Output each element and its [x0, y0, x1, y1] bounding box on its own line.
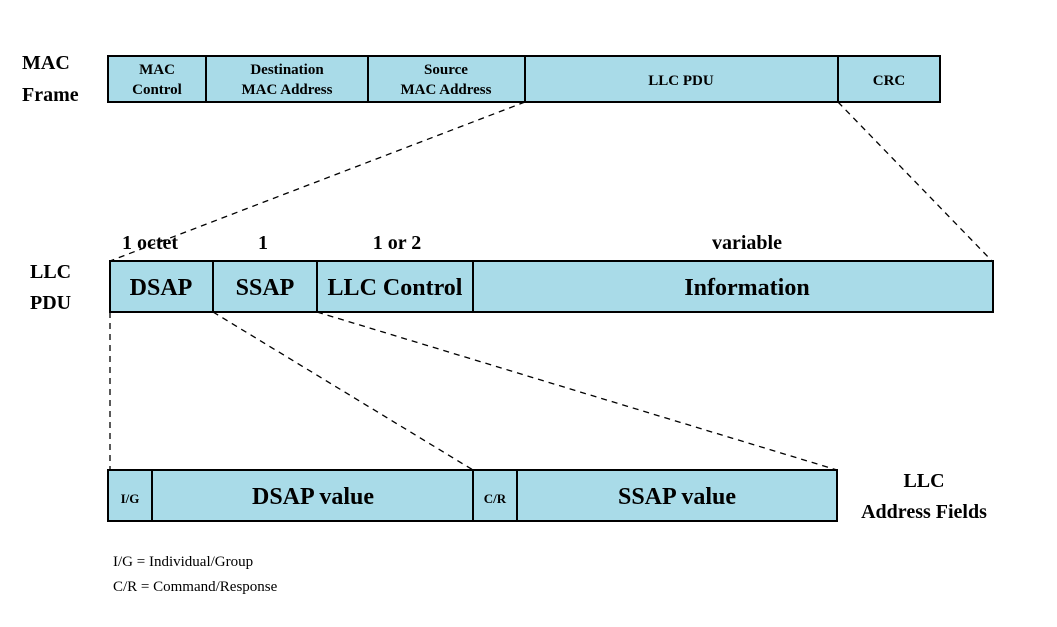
mac-frame-label-line1: MAC — [22, 52, 70, 74]
crc-field — [837, 55, 941, 103]
mac-frame-row: MAC Frame MAC Control Destination MAC Ad… — [22, 52, 941, 106]
llc-pdu-label: LLC PDU — [648, 73, 714, 89]
destination-line2: MAC Address — [242, 82, 333, 98]
dsap-label: DSAP — [130, 275, 193, 301]
ig-label: I/G — [121, 491, 140, 506]
ssap-label: SSAP — [236, 275, 295, 301]
legend-ig: I/G = Individual/Group — [113, 554, 253, 570]
projection-line-dsap-right — [212, 311, 474, 471]
destination-line1: Destination — [250, 62, 324, 78]
information-size-label: variable — [712, 232, 782, 254]
address-fields-label-line2: Address Fields — [861, 501, 987, 523]
mac-control-line1: MAC — [139, 62, 175, 78]
ssap-value-label: SSAP value — [618, 484, 736, 510]
information-field — [472, 260, 994, 313]
ssap-size-label: 1 — [258, 232, 268, 254]
llc-pdu-label-line1: LLC — [30, 261, 71, 283]
legend: I/G = Individual/Group C/R = Command/Res… — [113, 554, 278, 595]
source-mac-address-field — [367, 55, 526, 103]
dsap-field — [109, 260, 214, 313]
projection-line-right — [837, 101, 993, 262]
source-line2: MAC Address — [401, 82, 492, 98]
information-label: Information — [684, 275, 809, 301]
projection-line-left — [109, 101, 526, 262]
dsap-value-field — [151, 469, 474, 522]
source-line1: Source — [424, 62, 468, 78]
crc-label: CRC — [873, 73, 906, 89]
llc-pdu-label-line2: PDU — [30, 292, 71, 314]
address-fields-row: I/G DSAP value C/R SSAP value LLC Addres… — [107, 469, 987, 523]
llc-control-label: LLC Control — [328, 275, 463, 301]
dsap-size-label: 1 octet — [122, 232, 178, 254]
mac-frame-label-line2: Frame — [22, 84, 79, 106]
cr-label: C/R — [484, 491, 507, 506]
mac-control-line2: Control — [132, 82, 182, 98]
ssap-field — [212, 260, 318, 313]
mac-control-field — [107, 55, 207, 103]
dsap-value-label: DSAP value — [252, 484, 374, 510]
llc-control-size-label: 1 or 2 — [373, 232, 422, 254]
llc-control-field — [316, 260, 474, 313]
llc-pdu-row: LLC PDU 1 octet 1 1 or 2 variable DSAP S… — [30, 232, 994, 314]
destination-mac-address-field — [205, 55, 369, 103]
projection-line-ssap-right — [316, 311, 838, 471]
legend-cr: C/R = Command/Response — [113, 579, 278, 595]
address-fields-label-line1: LLC — [903, 470, 944, 492]
ssap-value-field — [516, 469, 838, 522]
